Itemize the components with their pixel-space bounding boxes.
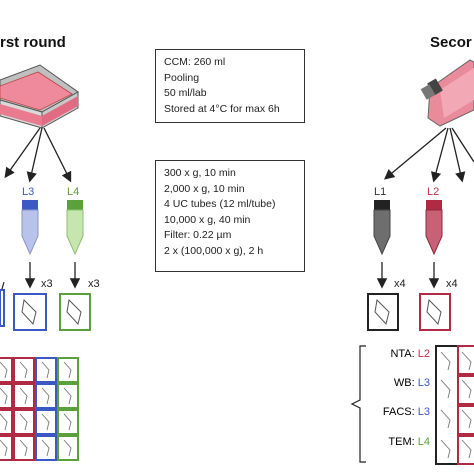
left-sample-grid: [0, 357, 79, 461]
aliquot-box-l1: [367, 293, 399, 331]
protocol-step: 2,000 x g, 10 min: [164, 182, 245, 195]
multiplier-l1: x4: [394, 278, 406, 290]
analysis-method: TEM:: [388, 436, 415, 448]
conditions-line: CCM: 260 ml: [164, 56, 226, 68]
protocol-step: 10,000 x g, 40 min: [164, 213, 251, 226]
conditions-line: Stored at 4°C for max 6h: [164, 102, 280, 115]
analysis-bracket: [350, 345, 366, 463]
tube-label-l1: L1: [374, 186, 387, 198]
centrifugation-protocol-box: 300 x g, 10 min 2,000 x g, 10 min 4 UC t…: [155, 160, 305, 272]
first-round-heading: rst round: [0, 34, 66, 51]
analysis-method: WB:: [393, 377, 415, 389]
analysis-lab: L4: [417, 436, 430, 448]
protocol-step: 300 x g, 10 min: [164, 167, 236, 179]
protocol-step: 4 UC tubes (12 ml/tube): [164, 198, 276, 210]
tube-l2: [425, 200, 443, 256]
conditions-line: Pooling: [164, 71, 200, 84]
multiplier-l2: x4: [446, 278, 458, 290]
second-round-heading: Secor: [430, 34, 472, 51]
aliquot-box-l3: [13, 293, 47, 331]
analysis-lab: L2: [417, 348, 430, 360]
aliquot-box-l4: [59, 293, 91, 331]
left-culture-flask: [0, 64, 79, 129]
tube-l3: [21, 200, 39, 256]
tube-label-l2: L2: [427, 186, 440, 198]
tube-l4: [66, 200, 84, 256]
right-culture-flask: [420, 59, 474, 127]
tube-l1: [373, 200, 391, 256]
protocol-step: 2 x (100,000 x g), 2 h: [164, 244, 264, 257]
analysis-lab: L3: [417, 406, 430, 418]
conditions-line: 50 ml/lab: [164, 87, 207, 99]
analysis-row-wb: WB: L3: [348, 377, 430, 389]
analysis-method: FACS:: [382, 406, 415, 418]
analysis-row-nta: NTA: L2: [348, 348, 430, 360]
analysis-row-facs: FACS: L3: [348, 406, 430, 418]
protocol-step: Filter: 0.22 µm: [164, 229, 232, 241]
multiplier-l4: x3: [88, 278, 100, 290]
collection-conditions-box: CCM: 260 ml Pooling 50 ml/lab Stored at …: [155, 49, 305, 123]
analysis-row-tem: TEM: L4: [348, 436, 430, 448]
analysis-method: NTA:: [390, 348, 415, 360]
tube-label-l3: L3: [22, 186, 35, 198]
aliquot-box-l2: [419, 293, 451, 331]
tube-label-l4: L4: [67, 186, 80, 198]
analysis-lab: L3: [417, 377, 430, 389]
right-sample-grid: [435, 345, 474, 465]
multiplier-l3: x3: [41, 278, 53, 290]
